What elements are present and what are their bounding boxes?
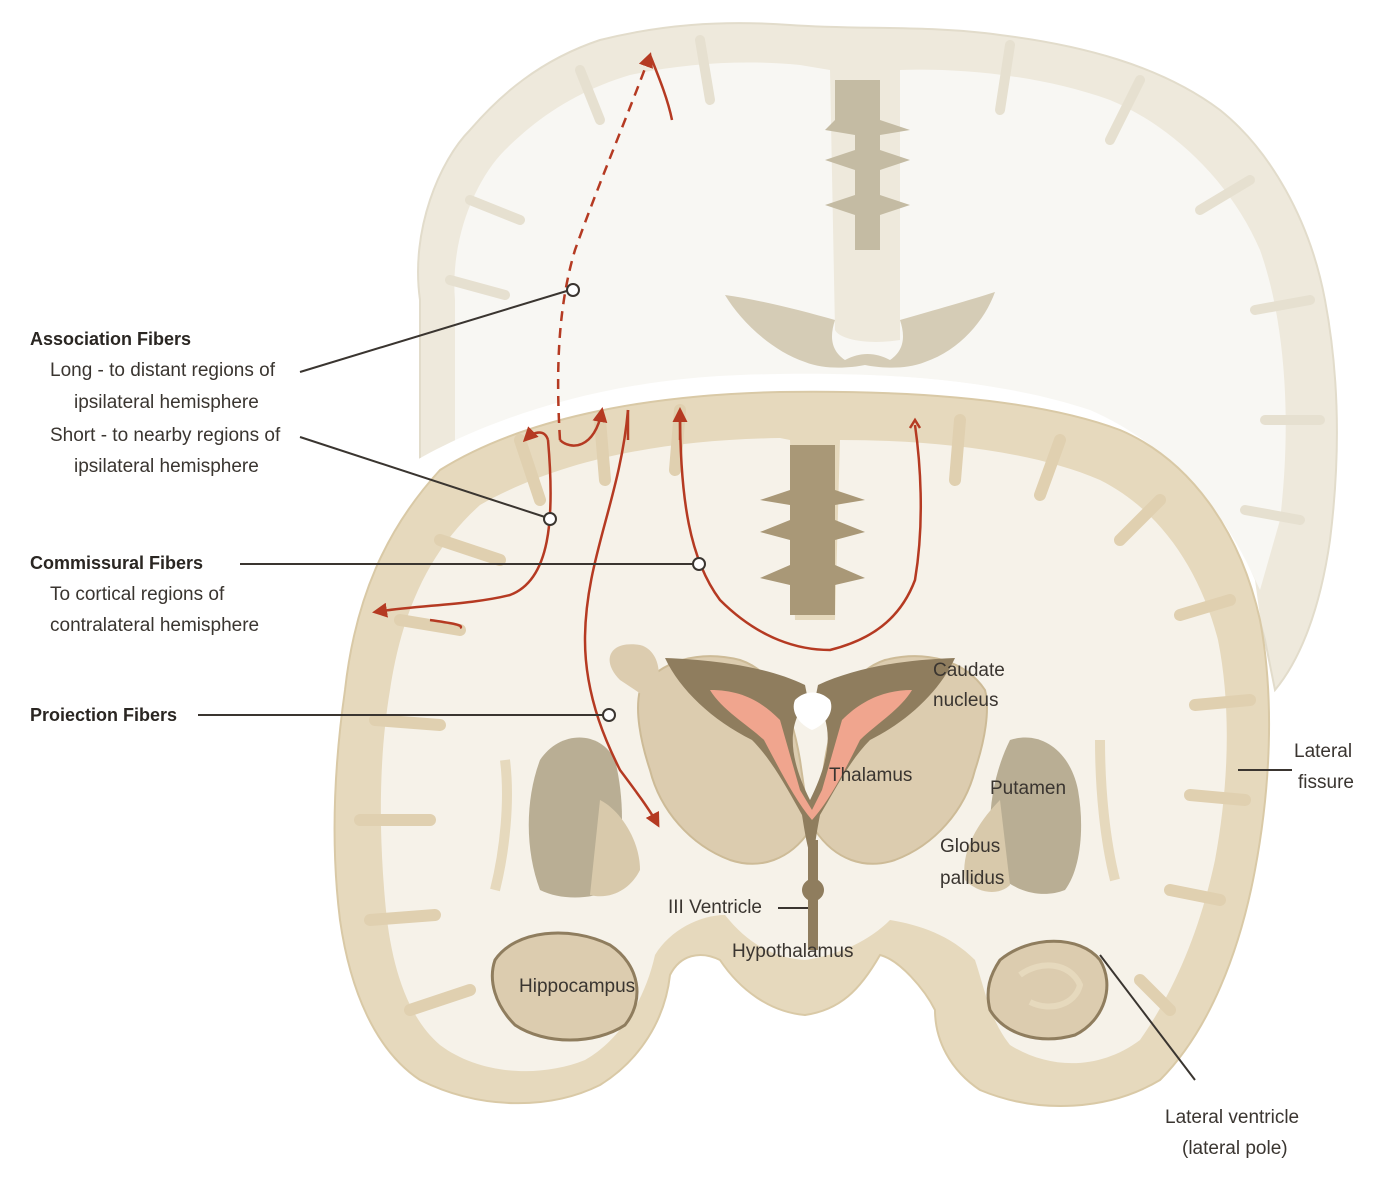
label-hypothalamus: Hypothalamus	[732, 941, 854, 962]
back-section	[417, 22, 1338, 693]
fibers	[372, 52, 922, 828]
third-ventricle	[802, 840, 824, 950]
label-hippocampus: Hippocampus	[519, 976, 636, 997]
front-section	[333, 390, 1271, 1108]
fiber-association-short	[559, 407, 608, 447]
back-midline	[825, 80, 910, 250]
leader-lines	[198, 283, 1292, 1081]
front-white-matter	[380, 438, 1227, 1072]
label-lateral-ventricle-1: Lateral ventricle	[1165, 1107, 1300, 1128]
fiber-commissural	[678, 409, 922, 652]
label-association-fibers: Association Fibers	[30, 329, 192, 349]
hippocampus-left	[490, 931, 639, 1042]
label-caudate-1: Caudate	[933, 660, 1005, 681]
label-comm-1: To cortical regions of	[50, 584, 225, 605]
back-ventricles	[725, 292, 995, 368]
label-assoc-long-1: Long - to distant regions of	[50, 360, 275, 381]
hippocampus-right	[986, 939, 1109, 1041]
putamen-right	[990, 737, 1082, 894]
label-assoc-short-1: Short - to nearby regions of	[50, 425, 281, 446]
label-comm-2: contralateral hemisphere	[50, 615, 260, 636]
back-white-matter	[454, 62, 1286, 591]
label-assoc-short-2: ipsilateral hemisphere	[74, 456, 259, 477]
label-iii-ventricle: III Ventricle	[668, 897, 762, 918]
label-projection-fibers: Proiection Fibers	[30, 705, 178, 725]
label-lateral-fissure-2: fissure	[1298, 772, 1354, 793]
label-assoc-long-2: ipsilateral hemisphere	[74, 392, 259, 413]
front-midline	[760, 445, 865, 615]
label-lateral-fissure-1: Lateral	[1294, 741, 1353, 762]
label-caudate-2: nucleus	[933, 690, 999, 711]
label-globus-1: Globus	[940, 836, 1001, 857]
label-putamen: Putamen	[990, 778, 1067, 799]
ventricle-pink	[710, 690, 912, 820]
fiber-association-long	[556, 52, 653, 441]
label-lateral-ventricle-2: (lateral pole)	[1182, 1138, 1288, 1159]
label-globus-2: pallidus	[940, 868, 1005, 889]
fiber-to-lateral	[372, 439, 552, 618]
fiber-projection	[583, 409, 660, 828]
label-thalamus: Thalamus	[829, 765, 913, 786]
label-commissural-fibers: Commissural Fibers	[30, 553, 204, 573]
